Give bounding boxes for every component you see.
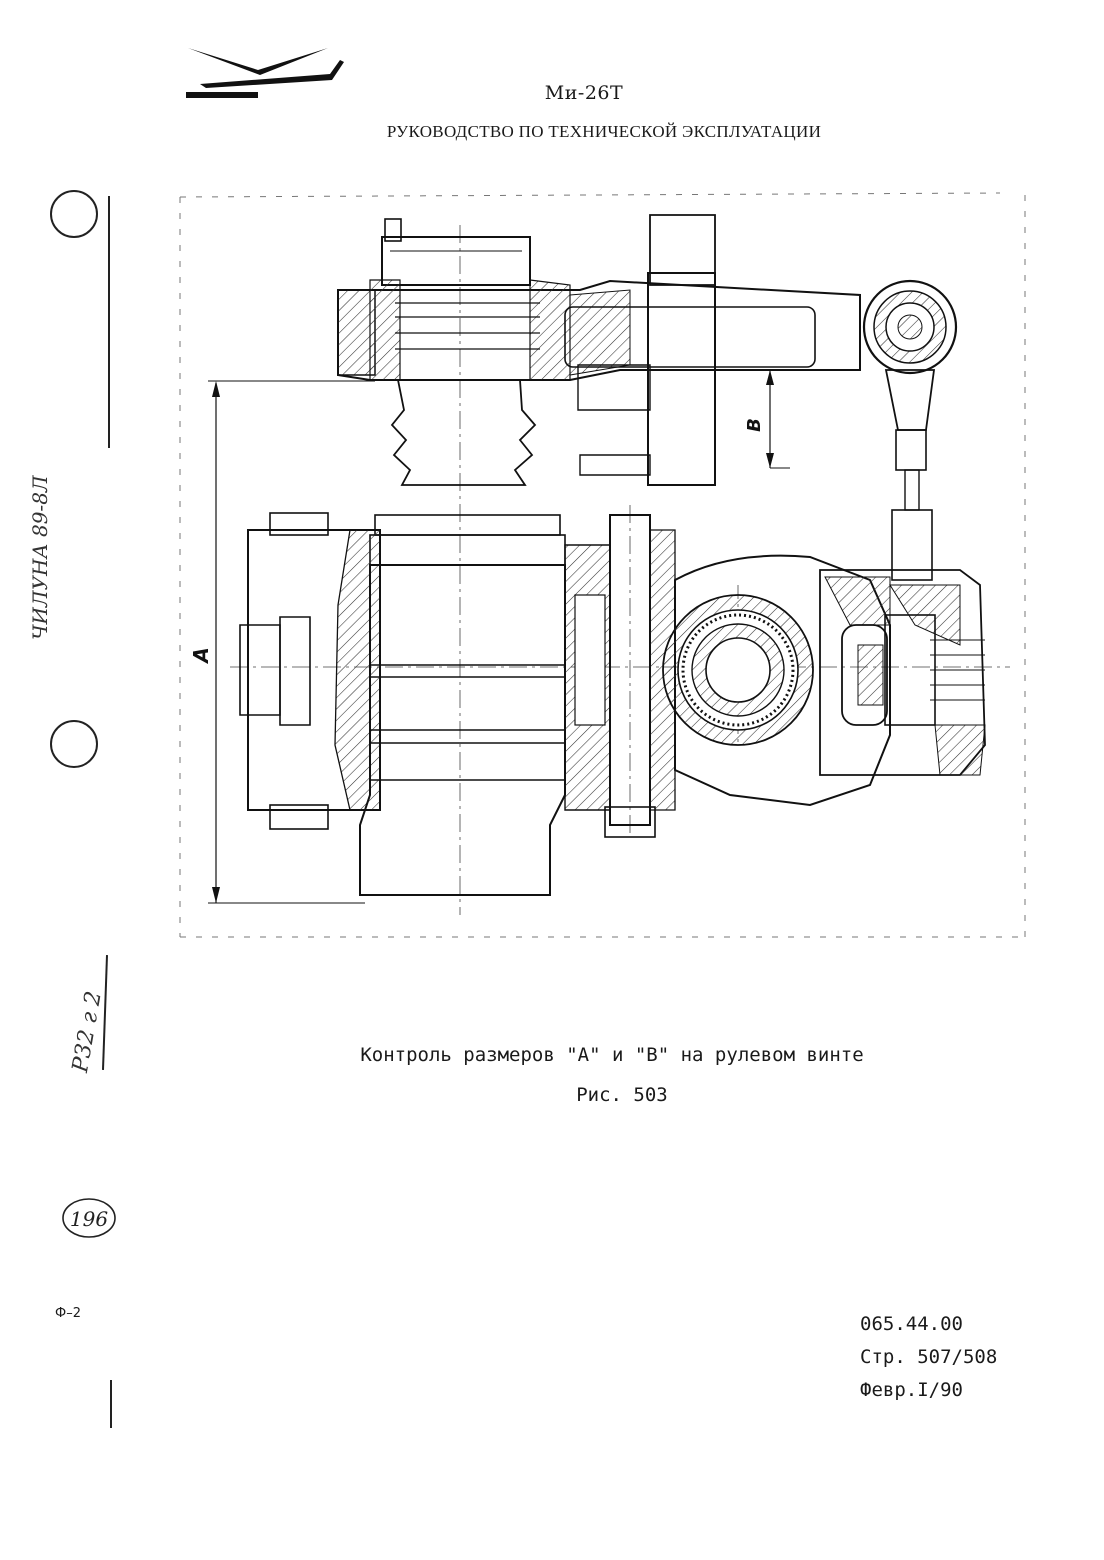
figure-caption: Контроль размеров "А" и "В" на рулевом в… [360,1044,864,1066]
handwritten-note-top: ЧИЛУНА 89-8Л [28,475,52,640]
aircraft-model: Ми-26Т [544,82,624,104]
stamp-number: 196 [70,1207,108,1231]
punch-hole-bottom [50,720,98,768]
dimension-label-b: B [744,418,765,432]
page-number: Стр. 507/508 [860,1346,998,1368]
form-code: Ф–2 [55,1306,81,1321]
margin-rule-top [108,196,110,448]
doc-code: 065.44.00 [860,1313,963,1335]
document-reference: 065.44.00 Стр. 507/508 Февр.I/90 [860,1308,997,1407]
page-stamp: 196 [62,1198,116,1238]
manual-title: РУКОВОДСТВО ПО ТЕХНИЧЕСКОЙ ЭКСПЛУАТАЦИИ [386,122,822,141]
punch-hole-top [50,190,98,238]
figure-number: Рис. 503 [576,1084,668,1106]
dimension-label-a: A [189,647,213,664]
manufacturer-logo [186,48,344,98]
margin-rule-bottom [110,1380,112,1428]
revision-date: Февр.I/90 [860,1379,963,1401]
tail-rotor-assembly-drawing: A B [179,192,1026,938]
